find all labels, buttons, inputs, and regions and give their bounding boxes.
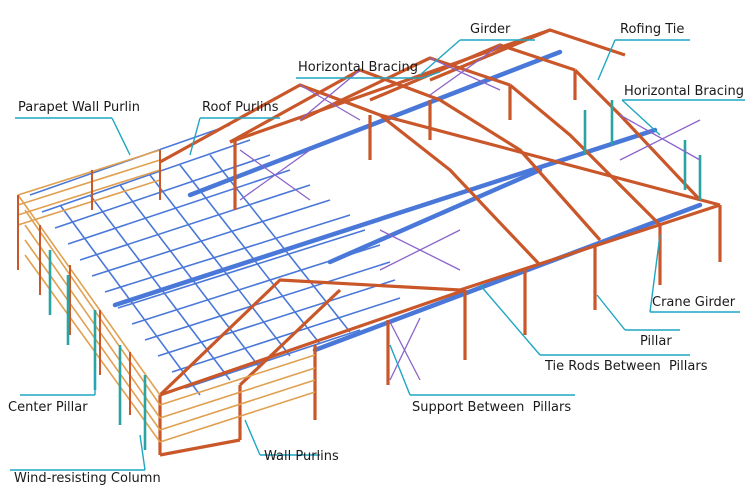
main-roof-beams xyxy=(112,49,703,353)
teal-columns xyxy=(48,100,702,450)
label-horizontal-bracing-right: Horizontal Bracing xyxy=(624,84,744,99)
label-wind-resisting-column: Wind-resisting Column xyxy=(14,471,161,486)
label-tie-rods-between-pillars: Tie Rods Between Pillars xyxy=(544,359,708,374)
label-girder: Girder xyxy=(470,22,511,37)
label-wall-purlins: Wall Purlins xyxy=(264,449,339,464)
label-parapet-wall-purlin: Parapet Wall Purlin xyxy=(18,100,140,115)
label-support-between-pillars: Support Between Pillars xyxy=(412,400,571,415)
roof-purlins-mesh xyxy=(29,124,401,396)
label-crane-girder: Crane Girder xyxy=(652,295,736,310)
label-roof-purlins: Roof Purlins xyxy=(202,100,279,115)
label-horizontal-bracing-top: Horizontal Bracing xyxy=(298,60,418,75)
label-center-pillar: Center Pillar xyxy=(8,400,88,415)
label-rofing-tie: Rofing Tie xyxy=(620,22,684,37)
label-pillar: Pillar xyxy=(640,334,672,349)
leader-lines xyxy=(10,39,745,471)
parapet-wall xyxy=(17,149,316,443)
parapet-posts xyxy=(17,150,161,415)
